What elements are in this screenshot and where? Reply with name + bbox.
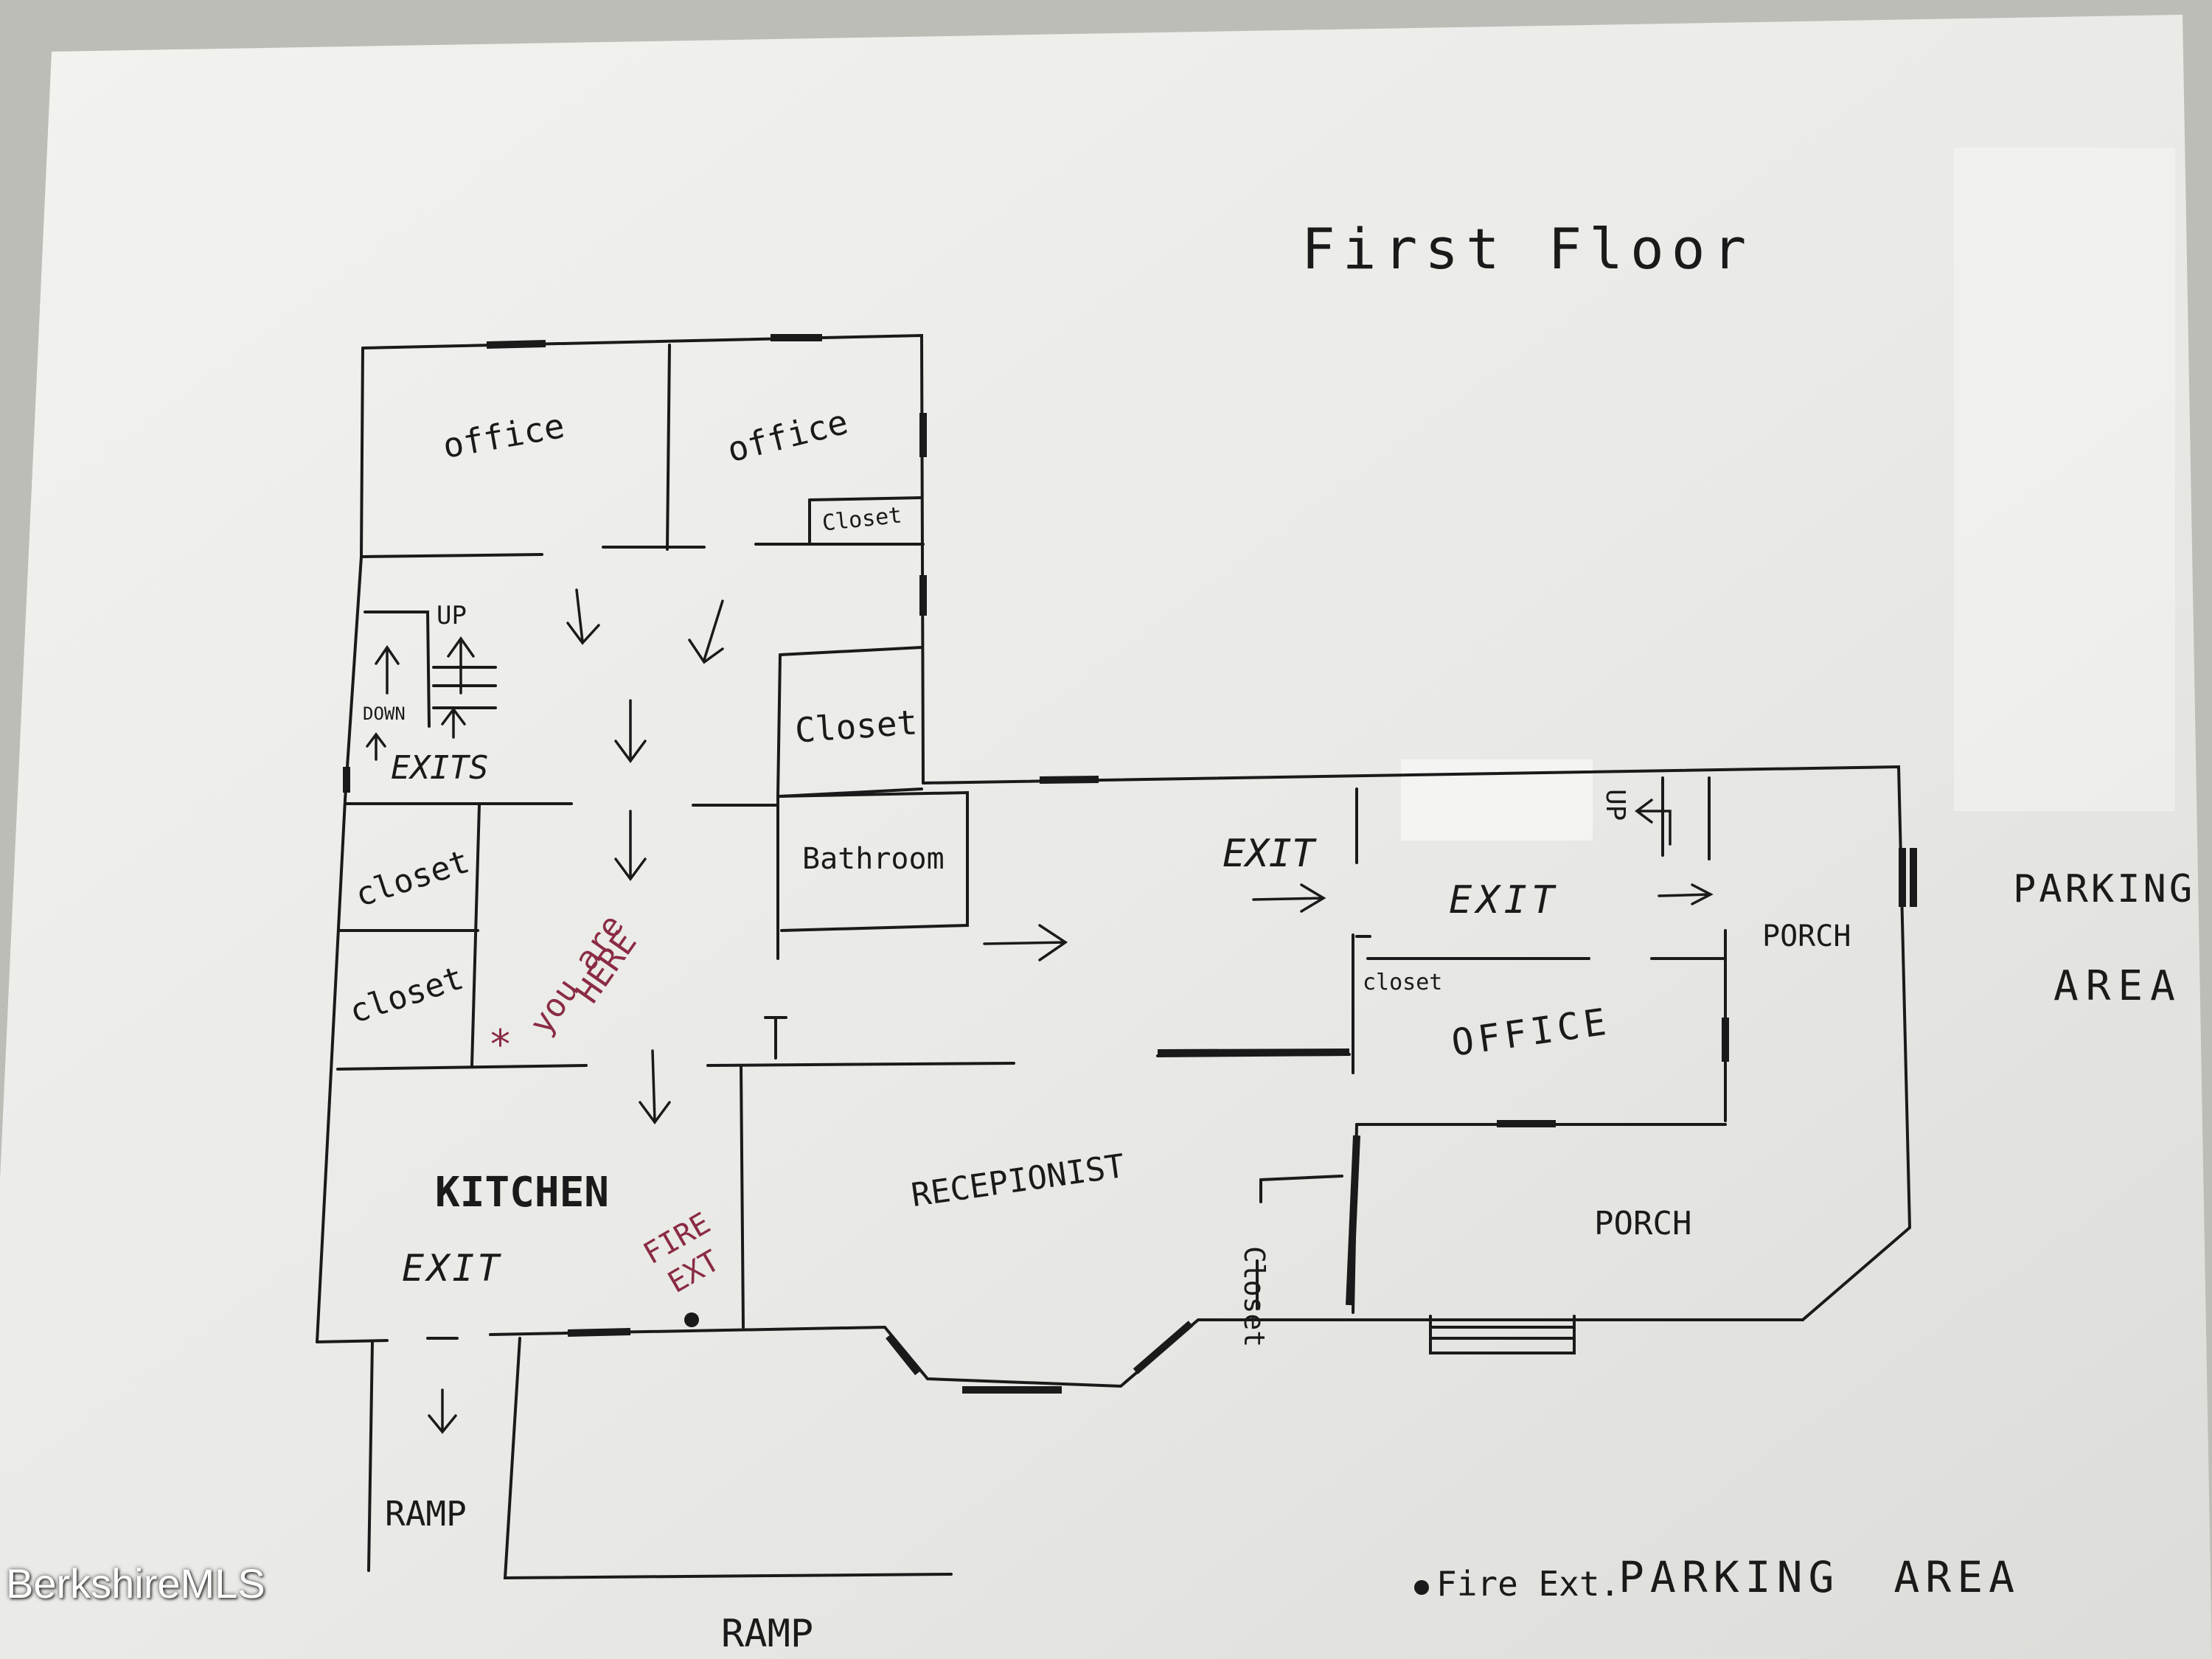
parking-label-bottom: PARKING AREA <box>1618 1552 2021 1602</box>
room-label-closet-vertical: Closet <box>1238 1246 1270 1348</box>
parking-label-right-2: AREA <box>2053 962 2183 1010</box>
exit-label-left: EXITS <box>391 749 489 787</box>
watermark: BerkshireMLS <box>6 1560 265 1607</box>
fire-extinguisher-marks <box>684 1312 1429 1595</box>
arrows <box>366 588 1714 1434</box>
room-label-closet-office: closet <box>1363 970 1443 995</box>
you-are-here-star: * <box>490 1021 510 1068</box>
ramp-label-1: RAMP <box>385 1494 467 1534</box>
ramp-label-2: RAMP <box>721 1612 814 1656</box>
room-label-closet-mid: Closet <box>793 702 919 751</box>
room-label-porch-upper: PORCH <box>1762 919 1851 953</box>
stair-label-down-left: DOWN <box>363 703 406 724</box>
room-label-kitchen: KITCHEN <box>435 1169 610 1217</box>
exit-label-right: EXIT <box>1449 878 1559 922</box>
legend-fire-ext: Fire Ext. <box>1436 1564 1621 1604</box>
exit-label-center: EXIT <box>1222 832 1315 876</box>
room-label-bathroom: Bathroom <box>802 842 945 876</box>
stair-label-up-right: UP <box>1600 789 1630 821</box>
stair-label-up-left: UP <box>437 601 467 630</box>
parking-label-right-1: PARKING <box>2013 867 2196 911</box>
walls <box>316 333 1912 1580</box>
paper-sheet <box>0 15 2212 1659</box>
exit-label-kitchen: EXIT <box>402 1247 503 1290</box>
room-label-porch-lower: PORCH <box>1594 1205 1692 1242</box>
plan-title: First Floor <box>1301 216 1754 282</box>
window-marks <box>343 334 1917 1394</box>
paper-glare <box>1954 147 2175 811</box>
